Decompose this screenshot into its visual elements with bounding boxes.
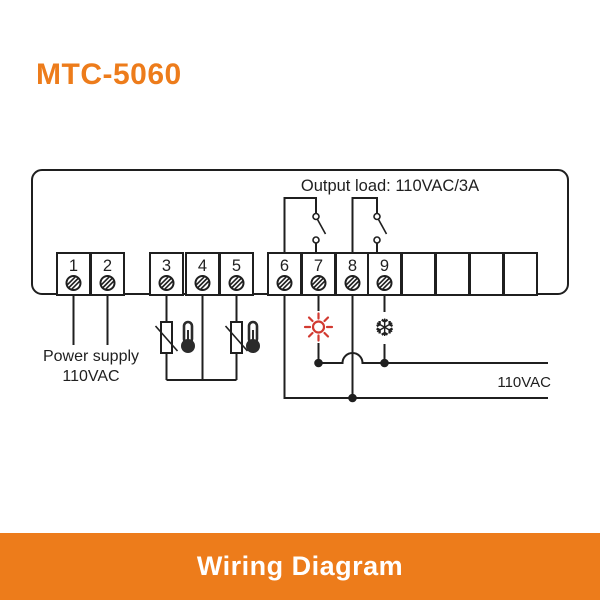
- terminal-box: 7: [301, 252, 336, 296]
- empty-terminal-slot: [503, 252, 538, 296]
- empty-terminal-slot: [469, 252, 504, 296]
- terminal-box: 1: [56, 252, 91, 296]
- terminal-row: 1 2 3 4 5 6 7 8 9: [56, 252, 538, 296]
- relay-switch-2: [351, 197, 388, 253]
- thermometer-icon: [181, 320, 195, 353]
- power-supply-wires: [72, 295, 109, 345]
- empty-terminal-slot: [435, 252, 470, 296]
- terminal-number: 1: [69, 257, 78, 275]
- relay-switch-1: [283, 197, 327, 253]
- terminal-box: 8: [335, 252, 370, 296]
- screw-icon: [344, 275, 361, 291]
- screw-icon: [194, 275, 211, 291]
- terminal-box: 3: [149, 252, 184, 296]
- terminal-number: 6: [280, 257, 289, 275]
- terminal-box: 9: [367, 252, 402, 296]
- output-load-label: Output load: 110VAC/3A: [301, 177, 479, 195]
- snowflake-icon: ❆: [374, 314, 394, 342]
- screw-icon: [376, 275, 393, 291]
- empty-terminal-slot: [401, 252, 436, 296]
- terminal-number: 8: [348, 257, 357, 275]
- terminal-number: 5: [232, 257, 241, 275]
- screw-icon: [310, 275, 327, 291]
- screw-icon: [228, 275, 245, 291]
- terminal-number: 9: [380, 257, 389, 275]
- terminal-box: 4: [185, 252, 220, 296]
- footer-title: Wiring Diagram: [196, 551, 404, 581]
- terminal-number: 7: [314, 257, 323, 275]
- screw-icon: [99, 275, 116, 291]
- terminal-number: 2: [103, 257, 112, 275]
- power-supply-voltage: 110VAC: [62, 368, 119, 385]
- terminal-box: 2: [90, 252, 125, 296]
- screw-icon: [158, 275, 175, 291]
- power-supply-label: Power supply: [43, 348, 139, 365]
- terminal-box: 5: [219, 252, 254, 296]
- footer-bar: Wiring Diagram: [0, 533, 600, 600]
- screw-icon: [276, 275, 293, 291]
- sun-icon: [303, 312, 334, 342]
- sensor-circuit: [154, 295, 249, 381]
- output-circuit: [283, 295, 548, 403]
- terminal-number: 4: [198, 257, 207, 275]
- terminal-box: 6: [267, 252, 302, 296]
- terminal-number: 3: [162, 257, 171, 275]
- thermometer-icon: [246, 320, 260, 353]
- screw-icon: [65, 275, 82, 291]
- mains-voltage-label: 110VAC: [497, 374, 551, 391]
- page-title: MTC-5060: [36, 58, 182, 91]
